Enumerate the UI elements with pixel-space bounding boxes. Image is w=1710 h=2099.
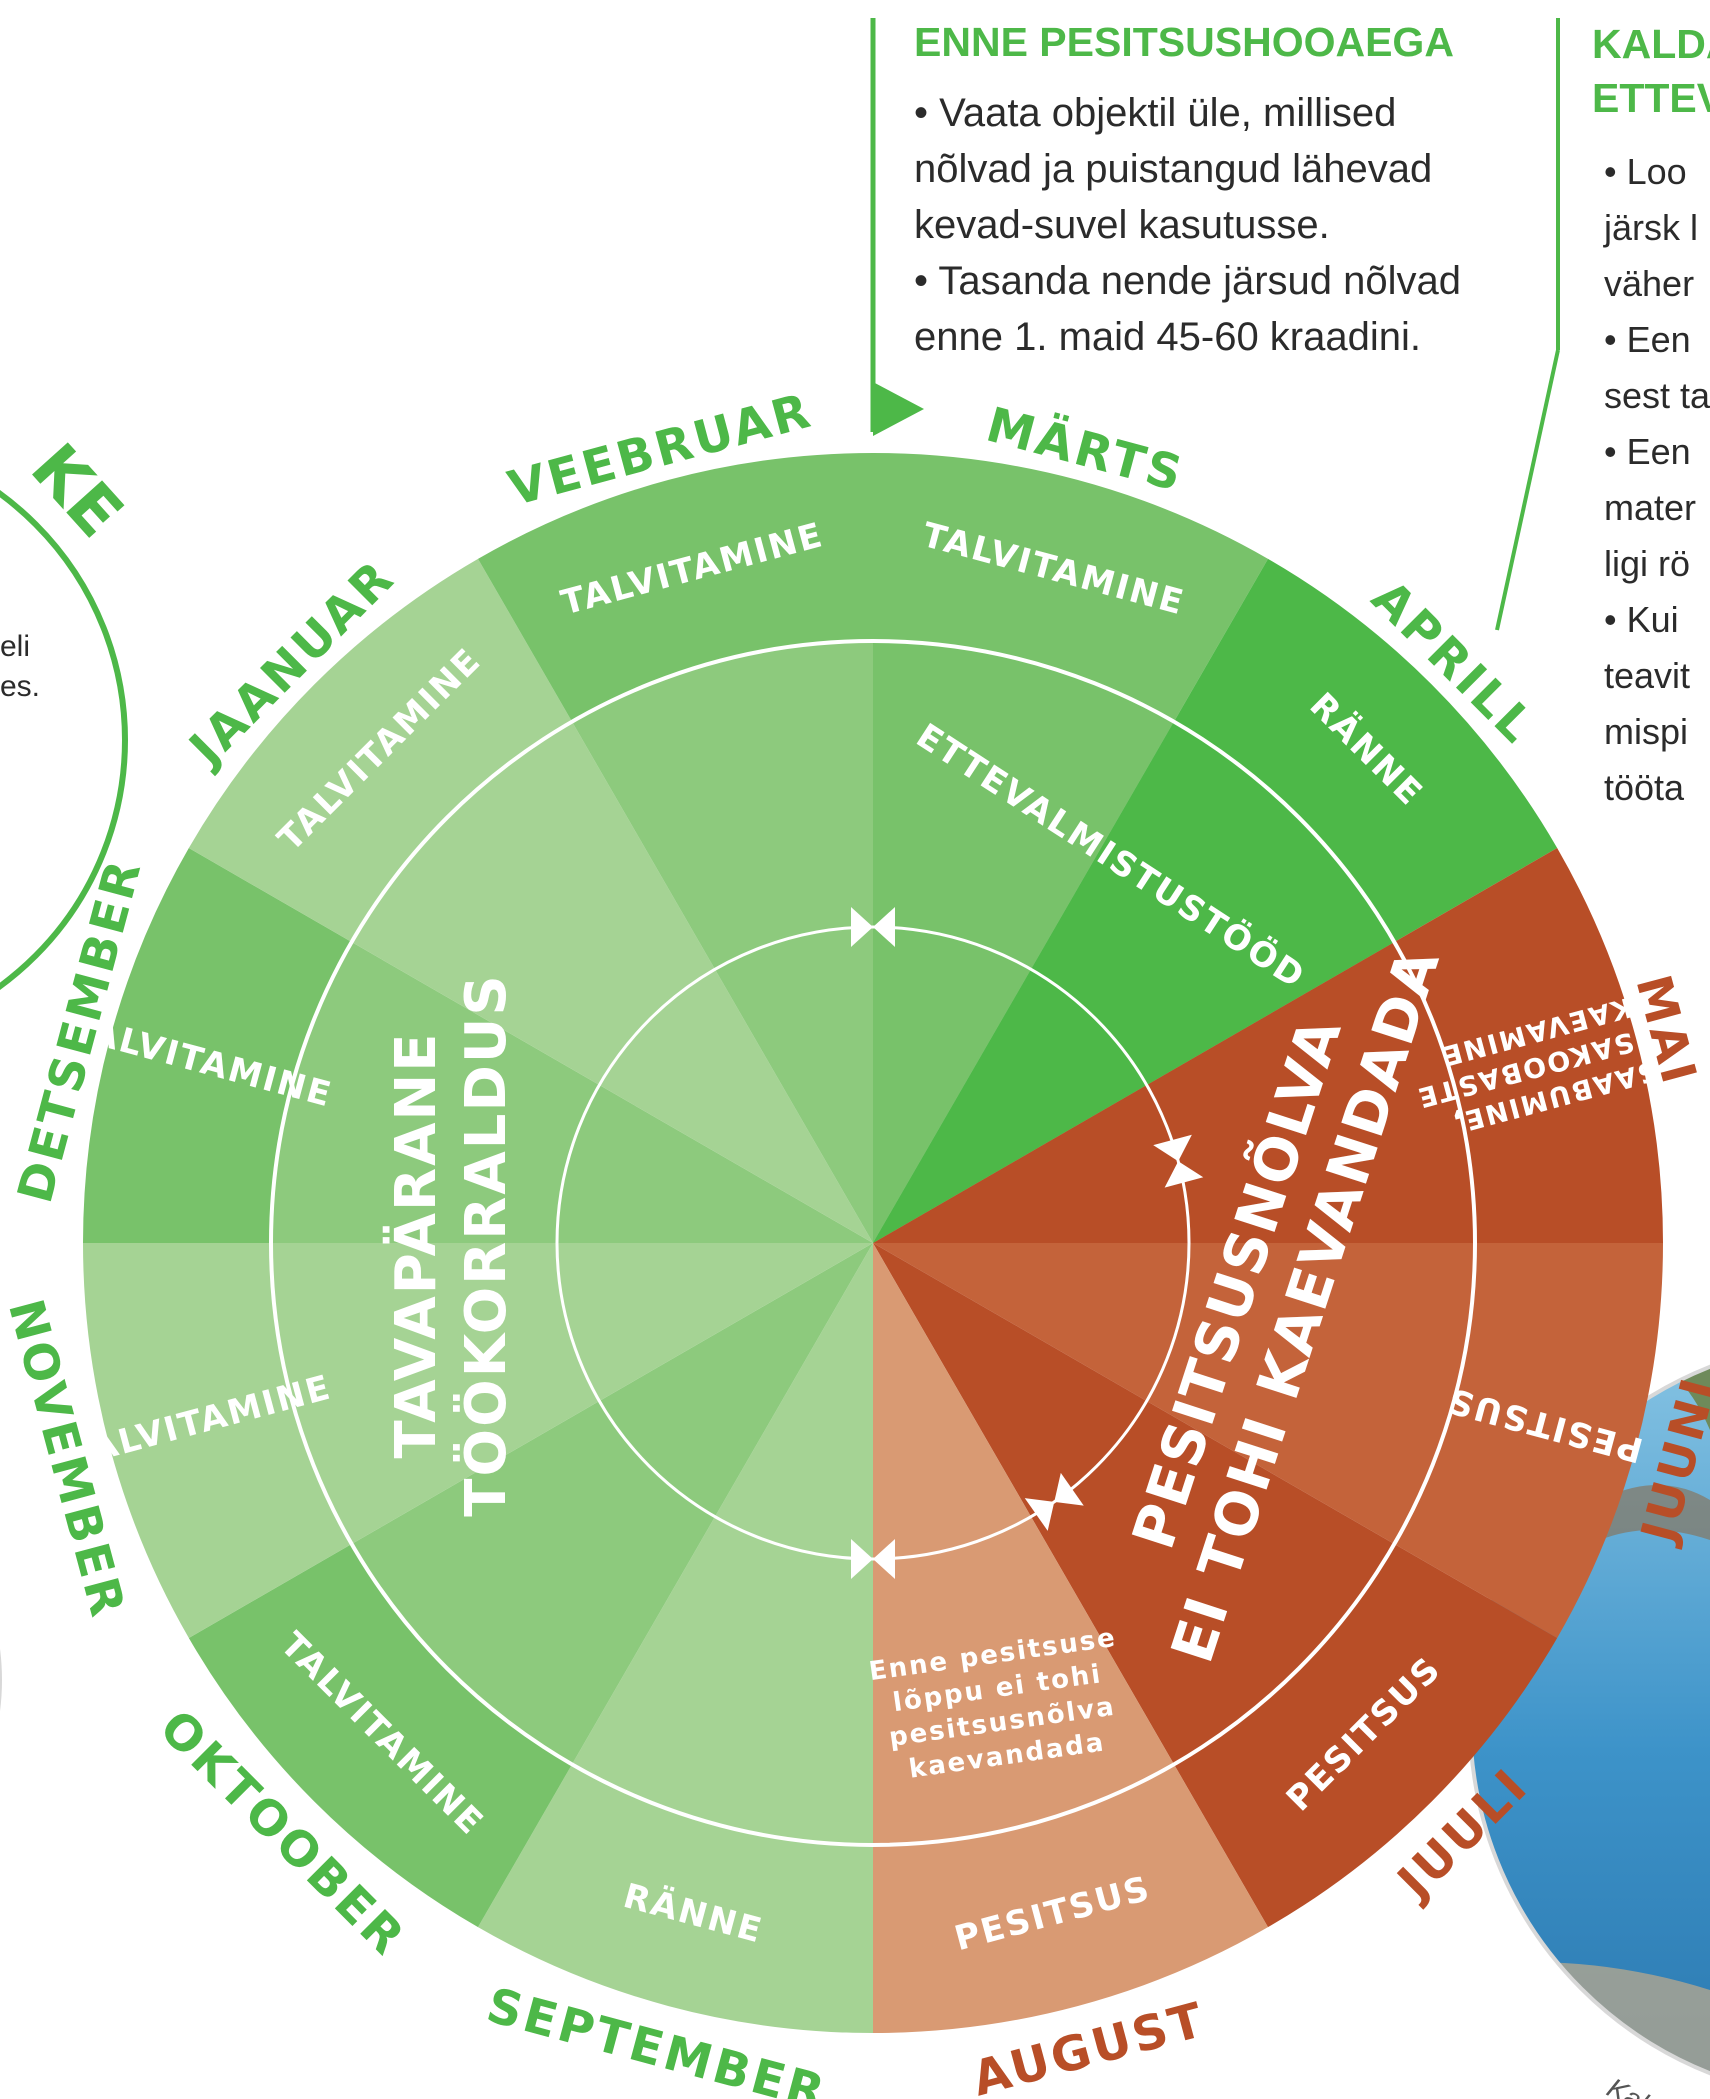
outer-sector: [1174, 558, 1558, 942]
note-line: mispi: [1604, 711, 1688, 752]
work-phases: [873, 721, 1395, 1243]
note-line: es.: [0, 670, 40, 703]
note-line: • Een: [1604, 319, 1691, 360]
outer-sector: [83, 848, 352, 1243]
outer-ring: [83, 453, 1663, 2033]
left-note-title: KE: [16, 429, 138, 552]
inner-sector: [572, 641, 873, 1243]
outer-sector: [188, 558, 572, 942]
outer-sector: [1394, 848, 1663, 1243]
inner-sector: [873, 1243, 1475, 1544]
outer-sector: [1394, 1243, 1663, 1638]
note-line: väher: [1604, 263, 1694, 304]
inner-sector: [271, 1243, 873, 1544]
note-before-text: • Vaata objektil üle, millised nõlvad ja …: [914, 91, 1461, 359]
cycle-arrows: [851, 907, 1204, 1579]
note-title-line: ETTEV: [1592, 75, 1710, 121]
note-line: • Een: [1604, 431, 1691, 472]
cycle-arrow-icon: [851, 1539, 895, 1579]
note-line: nõlvad ja puistangud lähevad: [914, 147, 1432, 191]
note-right: KALDA ETTEV • Loo järsk l väher • Een sest ta…: [1495, 18, 1710, 808]
note-line: tööta: [1604, 767, 1685, 808]
outer-sector: [478, 1764, 873, 2033]
note-line: mater: [1604, 487, 1696, 528]
ring-divider: [269, 639, 1477, 1847]
note-line: • Vaata objektil üle, millised: [914, 91, 1396, 135]
outer-sector: [478, 453, 873, 722]
note-line: • Loo: [1604, 151, 1687, 192]
note-line: eli: [0, 630, 30, 663]
inner-disc: [271, 641, 1475, 1845]
note-right-title: KALDA ETTEV: [1592, 21, 1710, 121]
preparation-phase: [873, 721, 1395, 1243]
cycle-arrow-icon: [1024, 1472, 1084, 1531]
cycle-arrow-icon: [851, 907, 895, 947]
note-line: sest ta: [1604, 375, 1710, 416]
note-line: enne 1. maid 45-60 kraadini.: [914, 315, 1421, 359]
outer-sector: [83, 1243, 352, 1638]
note-line: • Kui: [1604, 599, 1679, 640]
left-note-text: eli es.: [0, 630, 40, 703]
outer-sector: [188, 1544, 572, 1928]
outer-sector: [1174, 1544, 1558, 1928]
pointer-arrow-icon: [873, 382, 924, 436]
phase-text: TAVAPÄRANE: [384, 1031, 449, 1458]
outer-sector: [873, 1764, 1268, 2033]
inner-sector: [873, 1243, 1174, 1845]
note-right-text: • Loo järsk l väher • Een sest ta • Een mater l…: [1603, 151, 1710, 808]
inner-sector: [873, 1243, 1395, 1765]
note-title-line: KALDA: [1592, 21, 1710, 67]
photo-caption: Kalda: [1602, 2072, 1680, 2099]
inner-sector: [873, 942, 1475, 1243]
cycle-arrow-icon: [1153, 1134, 1204, 1188]
inner-sector: [271, 942, 873, 1243]
inner-sector: [351, 1243, 873, 1765]
note-line: kevad-suvel kasutusse.: [914, 203, 1330, 247]
inner-sector: [572, 1243, 873, 1845]
note-before-title: ENNE PESITSUSHOOAEGA: [914, 19, 1454, 65]
note-line: teavit: [1604, 655, 1690, 696]
note-line: järsk l: [1603, 207, 1698, 248]
inner-sector: [873, 641, 1174, 1243]
note-line: • Tasanda nende järsud nõlvad: [914, 259, 1461, 303]
note-before-nesting: ENNE PESITSUSHOOAEGA • Vaata objektil ül…: [870, 18, 1461, 436]
note-line: ligi rö: [1604, 543, 1690, 584]
phase-text: TÖÖKORRALDUS: [454, 973, 519, 1516]
inner-sector: [351, 721, 873, 1243]
year-wheel: TALVITAMINERÄNNESAABUMINE,PESAKOOBASTEKA…: [0, 383, 1710, 2099]
forest-photo: [0, 1649, 2, 1711]
outer-sector: [873, 453, 1268, 722]
